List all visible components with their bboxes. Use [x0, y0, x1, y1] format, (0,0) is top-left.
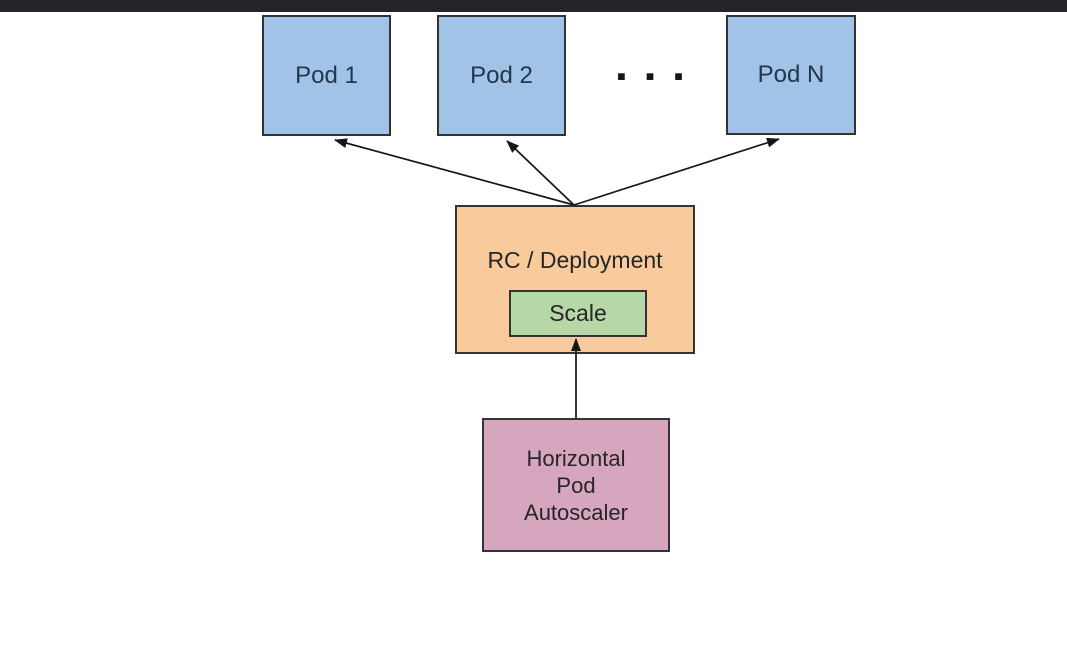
arrow-rc-to-podn — [573, 137, 780, 206]
horizontal-pod-autoscaler-box: Horizontal Pod Autoscaler — [482, 418, 670, 552]
ellipsis-dot: ▪ — [616, 60, 627, 91]
hpa-label-line-3: Autoscaler — [524, 499, 628, 525]
window-top-bar — [0, 0, 1067, 12]
scale-label: Scale — [549, 300, 607, 326]
ellipsis-dot: ▪ — [645, 60, 655, 91]
hpa-label-line-1: Horizontal — [526, 445, 626, 471]
ellipsis-dot: ▪ — [673, 60, 684, 91]
ellipsis-dots: ▪ ▪ ▪ — [609, 58, 691, 94]
pod-1-box: Pod 1 — [262, 15, 391, 136]
arrow-rc-to-pod2 — [506, 140, 575, 206]
rc-deployment-box: RC / Deployment Scale — [455, 205, 695, 354]
pod-1-label: Pod 1 — [295, 61, 358, 89]
pod-2-label: Pod 2 — [470, 61, 533, 89]
arrow-rc-to-pod1 — [334, 138, 575, 206]
scale-box: Scale — [509, 290, 647, 337]
rc-deployment-label: RC / Deployment — [487, 247, 663, 273]
pod-n-label: Pod N — [757, 61, 825, 88]
hpa-label-line-2: Pod — [556, 472, 596, 498]
pod-n-box: Pod N — [726, 15, 856, 135]
pod-2-box: Pod 2 — [437, 15, 566, 136]
